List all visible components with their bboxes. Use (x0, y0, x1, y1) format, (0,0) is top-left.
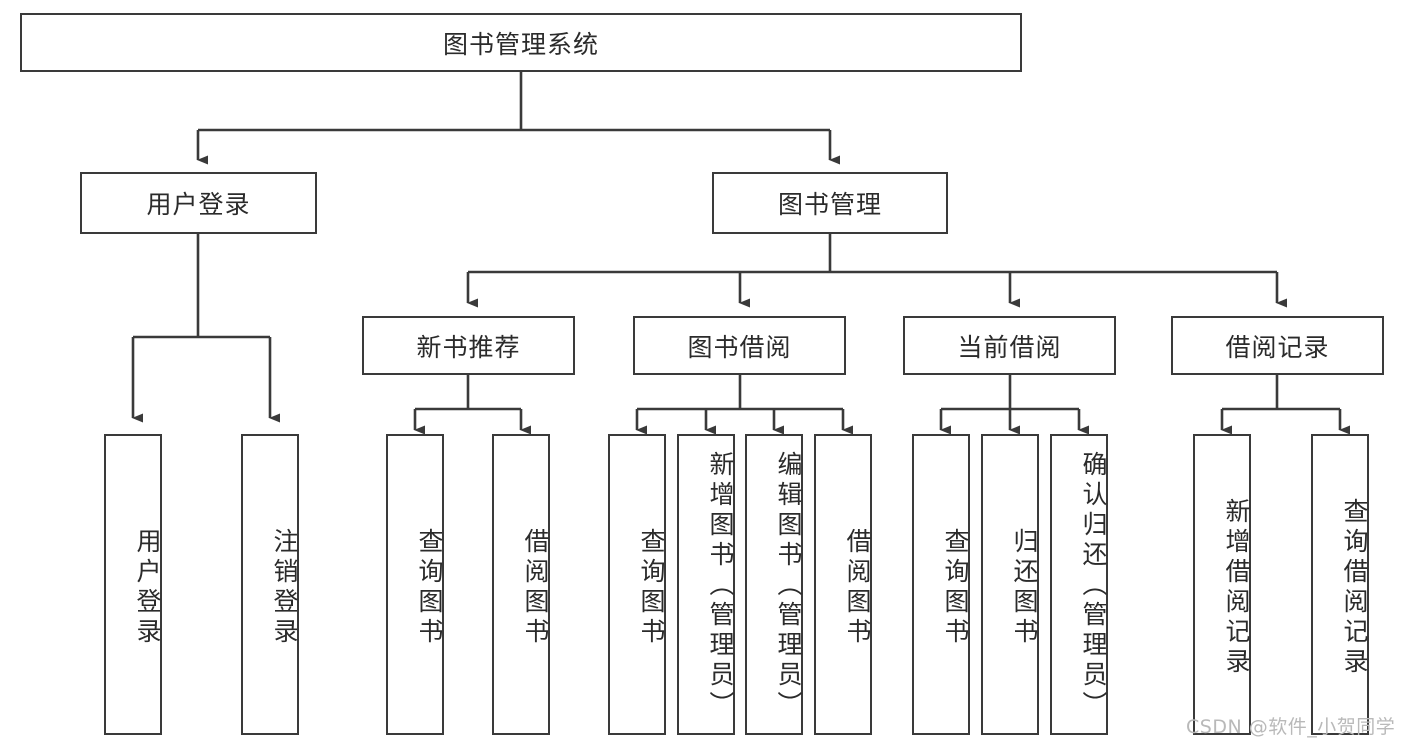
node-label: 图书借阅 (687, 332, 792, 362)
leaf-return-book[interactable]: 归还图书 (981, 434, 1039, 735)
node-label: 当前借阅 (957, 332, 1062, 362)
node-new-book-recommend[interactable]: 新书推荐 (362, 316, 575, 375)
node-current-borrow[interactable]: 当前借阅 (903, 316, 1116, 375)
node-label: 查询图书 (415, 527, 444, 648)
node-label: 查询图书 (941, 527, 970, 648)
csdn-watermark: CSDN @软件_小贺同学 (1186, 716, 1396, 738)
node-label: 用户登录 (133, 527, 162, 648)
node-label: 注销登录 (270, 527, 299, 648)
node-user-login[interactable]: 用户登录 (80, 172, 317, 234)
node-label: 借阅图书 (843, 527, 872, 648)
leaf-user-login[interactable]: 用户登录 (104, 434, 162, 735)
leaf-logout[interactable]: 注销登录 (241, 434, 299, 735)
node-label: 借阅图书 (521, 527, 550, 648)
node-label: 确认归还（管理员） (1079, 450, 1108, 721)
leaf-query-borrow-record[interactable]: 查询借阅记录 (1311, 434, 1369, 735)
node-label: 用户登录 (146, 190, 251, 219)
leaf-confirm-return-admin[interactable]: 确认归还（管理员） (1050, 434, 1108, 735)
leaf-query-book-borrow[interactable]: 查询图书 (608, 434, 666, 735)
node-label: 图书管理 (777, 190, 882, 219)
leaf-edit-book-admin[interactable]: 编辑图书（管理员） (745, 434, 803, 735)
leaf-add-book-admin[interactable]: 新增图书（管理员） (677, 434, 735, 735)
node-label: 借阅记录 (1225, 332, 1330, 362)
leaf-query-book-recommend[interactable]: 查询图书 (386, 434, 444, 735)
leaf-borrow-book-recommend[interactable]: 借阅图书 (492, 434, 550, 735)
node-label: 新增借阅记录 (1222, 497, 1251, 678)
node-label: 归还图书 (1010, 527, 1039, 648)
node-label: 查询图书 (637, 527, 666, 648)
node-label: 新书推荐 (416, 332, 521, 362)
leaf-query-book-current[interactable]: 查询图书 (912, 434, 970, 735)
node-book-management[interactable]: 图书管理 (712, 172, 948, 234)
leaf-add-borrow-record[interactable]: 新增借阅记录 (1193, 434, 1251, 735)
node-label: 查询借阅记录 (1340, 497, 1369, 678)
node-borrow-record[interactable]: 借阅记录 (1171, 316, 1384, 375)
node-label: 新增图书（管理员） (706, 450, 735, 721)
node-label: 编辑图书（管理员） (774, 450, 803, 721)
node-root-book-management-system[interactable]: 图书管理系统 (20, 13, 1022, 72)
leaf-borrow-book[interactable]: 借阅图书 (814, 434, 872, 735)
node-label: 图书管理系统 (442, 29, 599, 59)
node-book-borrow[interactable]: 图书借阅 (633, 316, 846, 375)
